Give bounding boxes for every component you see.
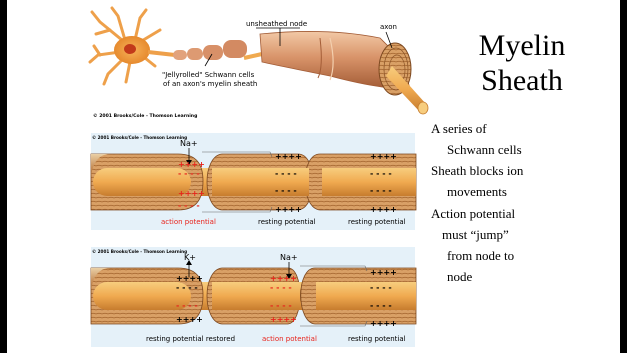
bullet-3-line1: Action potential [431,206,515,221]
panel-1-charge-node2-bot-pos: ++++ [275,205,302,214]
bullet-1-line1: A series of [431,121,487,136]
panel-2-charge-node3-bot-neg: - - - - [370,301,392,310]
panel-2-charge-node2-bot-neg: - - - - [270,301,292,310]
panel-2-charge-node2-bot-pos: ++++ [270,315,297,324]
bullet-2-line2: movements [447,184,507,199]
slide-title: Myelin Sheath [436,28,608,98]
panel-2-charge-node3-bot-pos: ++++ [370,319,397,328]
panel-1-charge-node3-bot-neg: - - - - [370,186,392,195]
panel-action-potential-propagated: © 2001 Brooks/Cole - Thomson Learning K+… [91,247,416,347]
panel-1-caption-resting-right: resting potential [348,218,406,226]
panel-1-copyright: © 2001 Brooks/Cole - Thomson Learning [92,135,187,140]
panel-1-caption-resting-middle: resting potential [258,218,316,226]
panel-2-charge-node2-top-neg: - - - - [270,283,292,292]
panel-2-caption-action: action potential [262,335,317,343]
neuron-copyright: © 2001 Brooks/Cole - Thomson Learning [93,113,197,119]
panel-2-charge-node1-bot-neg: - - - - [176,301,198,310]
slide-title-line2: Sheath [436,63,608,98]
unsheathed-node-label: unsheathed node [246,20,307,28]
panel-1-charge-node3-top-pos: ++++ [370,152,397,161]
panel-2-charge-node3-top-neg: - - - - [370,283,392,292]
panel-2-na-label: Na+ [280,253,298,262]
panel-action-potential-start: © 2001 Brooks/Cole - Thomson Learning Na… [91,133,416,230]
axon-hillock [148,52,175,55]
panel-1-charge-node1-bot-pos: ++++ [178,189,205,198]
panel-2-caption-resting: resting potential [348,335,406,343]
slide-title-line1: Myelin [436,28,608,63]
panel-1-charge-node3-bot-pos: ++++ [370,205,397,214]
panel-2-charge-node1-bot-pos: ++++ [176,315,203,324]
panel-1-caption-action: action potential [161,218,216,226]
schwann-label-line2: of an axon's myelin sheath [163,80,257,88]
bullet-3-line2: must “jump” [442,227,509,242]
panel-2-copyright: © 2001 Brooks/Cole - Thomson Learning [92,249,187,254]
schwann-label-line1: "Jellyrolled" Schwann cells [162,71,255,79]
panel-2-charge-node1-top-neg: - - - - [176,283,198,292]
bullet-1-line2: Schwann cells [447,142,522,157]
panel-1-na-label: Na+ [180,139,198,148]
bullet-2-line1: Sheath blocks ion [431,163,523,178]
exposed-node [244,54,262,58]
panel-2-charge-node3-top-pos: ++++ [370,268,397,277]
panel-1-charge-node1-bot-neg: - - - - [178,201,200,210]
panel-2-caption-restored: resting potential restored [146,335,235,343]
panel-1-charge-node3-top-neg: - - - - [370,169,392,178]
panel-2-charge-node1-top-pos: ++++ [176,274,203,283]
panel-1-charge-node2-top-pos: ++++ [275,152,302,161]
panel-1-charge-node2-top-neg: - - - - [275,169,297,178]
panel-1-charge-node2-bot-neg: - - - - [275,186,297,195]
axon-label: axon [380,23,397,31]
neuron-nucleus [124,44,136,54]
panel-1-charge-node1-top-neg: - - - - [178,169,200,178]
bullet-3-line4: node [447,269,472,284]
panel-2-k-label: K+ [184,253,196,262]
panel-1-charge-node1-top-pos: ++++ [178,160,205,169]
neuron-illustration: unsheathed node axon "Jellyrolled" Schwa… [90,8,428,119]
bullet-3-line3: from node to [447,248,514,263]
panel-2-charge-node2-top-pos: ++++ [270,274,297,283]
